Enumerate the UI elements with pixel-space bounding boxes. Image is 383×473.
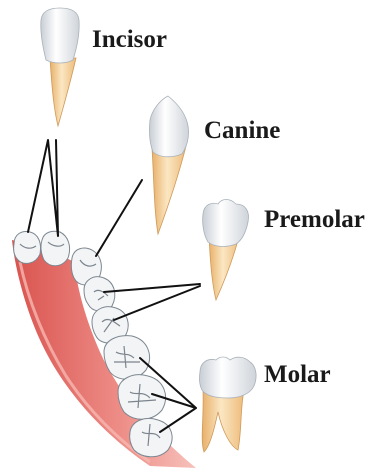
molar-tooth <box>199 357 256 452</box>
arch-premolar-1 <box>84 277 115 311</box>
arch-molar-3 <box>130 419 172 457</box>
canine-leader <box>96 180 142 256</box>
incisor-label: Incisor <box>92 27 167 52</box>
arch-incisor-1 <box>14 232 41 264</box>
molar-label: Molar <box>264 362 331 387</box>
canine-label: Canine <box>204 118 280 143</box>
premolar-label: Premolar <box>264 207 365 232</box>
incisor-leader <box>28 140 58 236</box>
premolar-tooth <box>203 200 249 301</box>
incisor-tooth <box>41 8 79 126</box>
arch-molar-1 <box>104 336 150 380</box>
canine-tooth <box>149 96 188 234</box>
arch-incisor-2 <box>41 231 70 265</box>
